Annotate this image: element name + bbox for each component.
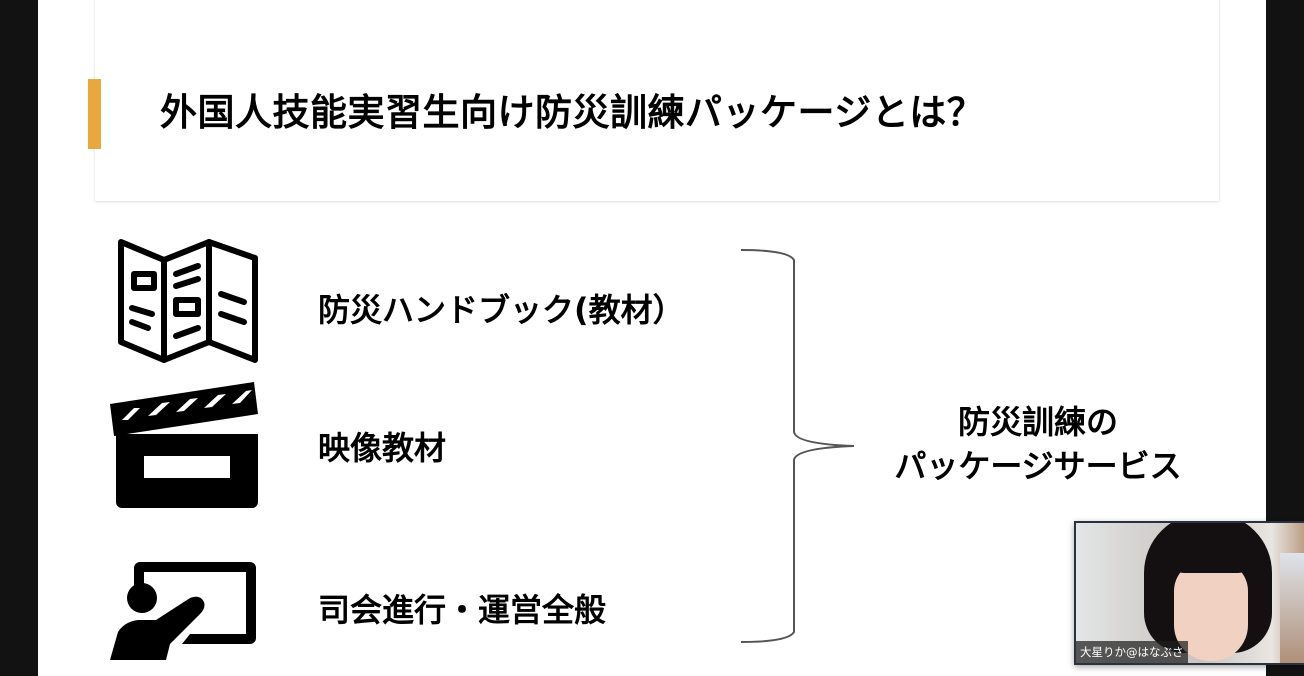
background-shelf bbox=[1280, 553, 1304, 663]
summary-line-1: 防災訓練の bbox=[957, 403, 1118, 441]
participant-hair bbox=[1166, 523, 1256, 573]
summary-line-2: パッケージサービス bbox=[894, 447, 1182, 485]
presentation-slide: 外国人技能実習生向け防災訓練パッケージとは？ 防災ハンドブック(教材） bbox=[38, 0, 1266, 676]
title-card bbox=[95, 0, 1219, 201]
summary-text: 防災訓練の パッケージサービス bbox=[868, 400, 1208, 488]
clapperboard-icon bbox=[110, 382, 258, 508]
participant-name-label: 大星りか@はなぶさ bbox=[1076, 641, 1188, 663]
participant-video-tile[interactable]: 大星りか@はなぶさ bbox=[1074, 521, 1304, 665]
folded-map-icon bbox=[118, 239, 258, 363]
curly-brace bbox=[740, 249, 855, 643]
item-label-video: 映像教材 bbox=[318, 429, 447, 467]
slide-title: 外国人技能実習生向け防災訓練パッケージとは？ bbox=[160, 91, 985, 134]
presenter-whiteboard-icon bbox=[110, 562, 256, 660]
item-label-handbook: 防災ハンドブック(教材） bbox=[318, 291, 685, 329]
item-label-facilitation: 司会進行・運営全般 bbox=[318, 591, 607, 629]
title-accent-bar bbox=[88, 79, 101, 149]
